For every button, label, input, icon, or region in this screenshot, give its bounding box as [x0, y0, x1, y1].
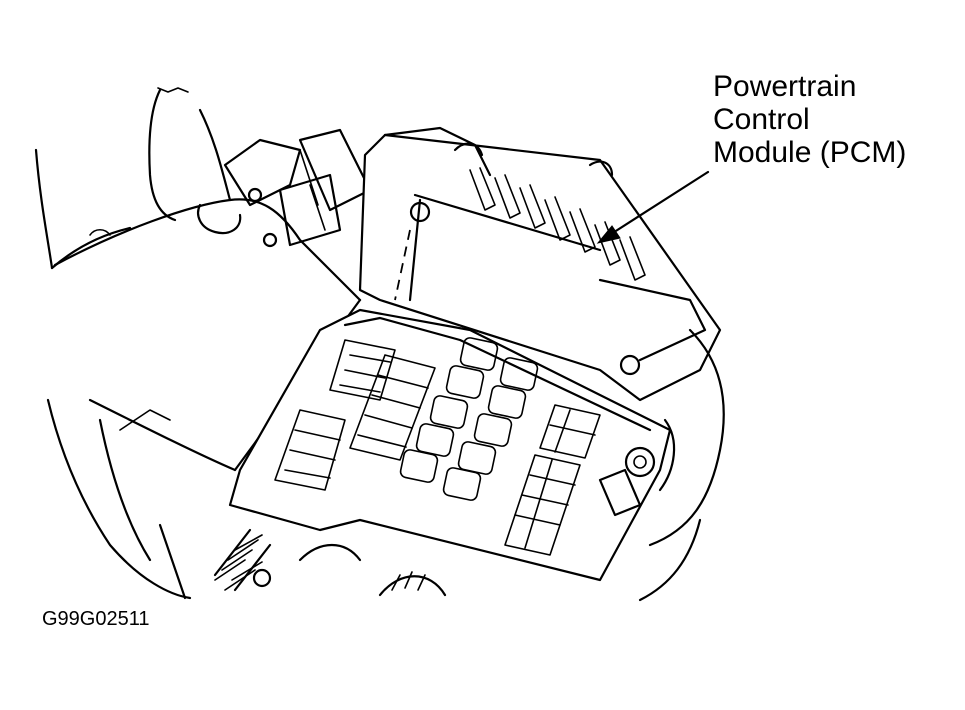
right-side-bracket	[598, 328, 725, 602]
left-body-structure	[34, 87, 232, 600]
pcm-connector-fins	[469, 167, 707, 362]
lower-wiring-harness	[213, 528, 447, 597]
powertrain-control-module	[358, 126, 722, 402]
callout-leader-arrow	[596, 170, 710, 244]
fuse-grid-center	[399, 337, 539, 501]
figure-code: G99G02511	[42, 608, 150, 630]
relay-grid-left	[274, 339, 436, 491]
relay-grid-right	[504, 404, 601, 556]
pcm-callout-label: Powertrain Control Module (PCM)	[713, 70, 907, 169]
upper-brackets	[223, 128, 372, 248]
relay-fuse-box	[228, 308, 672, 582]
